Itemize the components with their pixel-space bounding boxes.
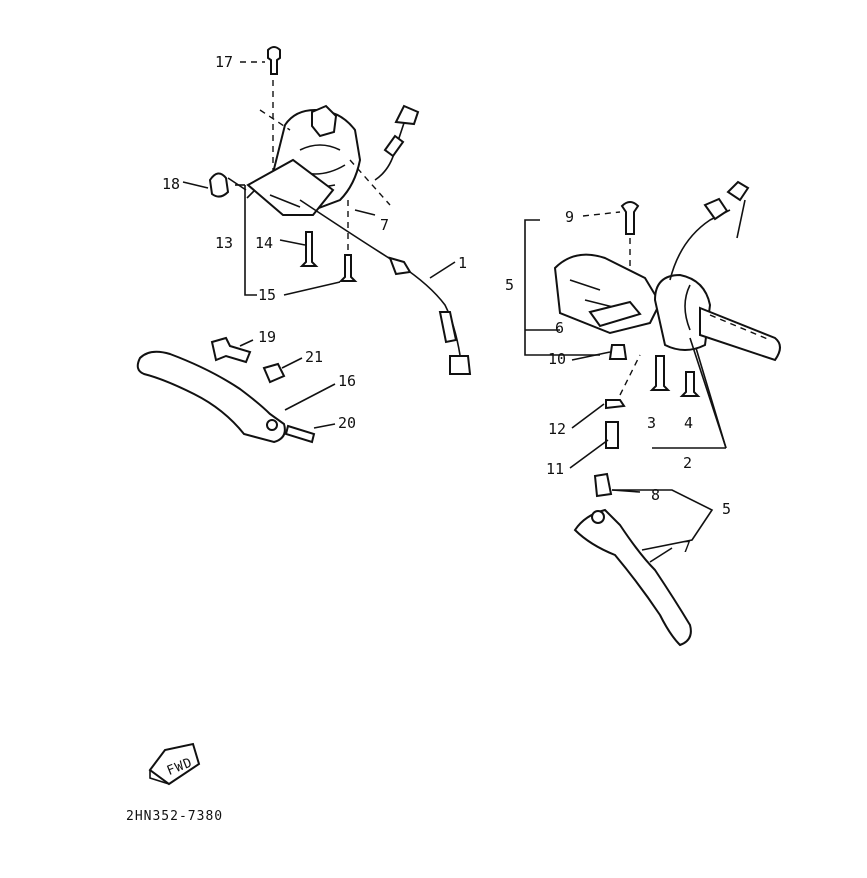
callout-leaders [182, 61, 673, 563]
label-15: 15 [258, 286, 276, 304]
right-handlebar-assembly [524, 180, 781, 647]
screw-4 [679, 371, 701, 397]
adjuster-screw-20 [284, 424, 316, 444]
switch-wire-lead [374, 104, 420, 181]
pivot-pin-8 [593, 472, 613, 498]
label-1: 1 [458, 254, 467, 272]
screw-9 [620, 201, 640, 300]
diaphragm-6 [588, 300, 642, 328]
brake-lever-7 [573, 508, 692, 647]
washer-12 [605, 399, 626, 410]
label-4: 4 [684, 414, 693, 432]
locknut-21 [262, 362, 286, 384]
label-7a: 7 [380, 216, 389, 234]
label-11: 11 [546, 460, 564, 478]
label-12: 12 [548, 420, 566, 438]
label-19: 19 [258, 328, 276, 346]
screw-15 [338, 200, 358, 282]
label-21: 21 [305, 348, 323, 366]
label-9: 9 [565, 208, 574, 226]
throttle-housing [653, 273, 712, 351]
label-7b: 7 [682, 538, 691, 556]
clutch-lever-16 [136, 350, 286, 444]
screw-3 [649, 355, 671, 391]
screw-10 [608, 344, 628, 360]
label-5a: 5 [505, 276, 514, 294]
label-8: 8 [651, 486, 660, 504]
label-6: 6 [555, 319, 564, 337]
label-17: 17 [215, 53, 233, 71]
forward-direction-badge: FWD [148, 742, 201, 786]
right-switch-wire [669, 180, 750, 281]
lever-holder-left [246, 158, 335, 216]
label-14: 14 [255, 234, 273, 252]
label-5b: 5 [722, 500, 731, 518]
left-handlebar-switch-assembly [136, 46, 472, 444]
label-2: 2 [683, 454, 692, 472]
drawing-code: 2HN352-7380 [126, 809, 223, 824]
label-10: 10 [548, 350, 566, 368]
bolt-11 [605, 421, 619, 449]
part-labels: 17 18 13 14 15 1 7 19 21 16 20 9 5 6 10 … [162, 53, 731, 556]
cable-clip-18 [208, 172, 230, 198]
screw-14 [299, 231, 319, 267]
label-18: 18 [162, 175, 180, 193]
label-20: 20 [338, 414, 356, 432]
label-3: 3 [647, 414, 656, 432]
label-16: 16 [338, 372, 356, 390]
throttle-grip [699, 306, 781, 362]
label-13: 13 [215, 234, 233, 252]
pivot-bolt-19 [210, 336, 252, 364]
bolt-17 [267, 46, 281, 185]
clutch-cable-1 [299, 199, 472, 375]
